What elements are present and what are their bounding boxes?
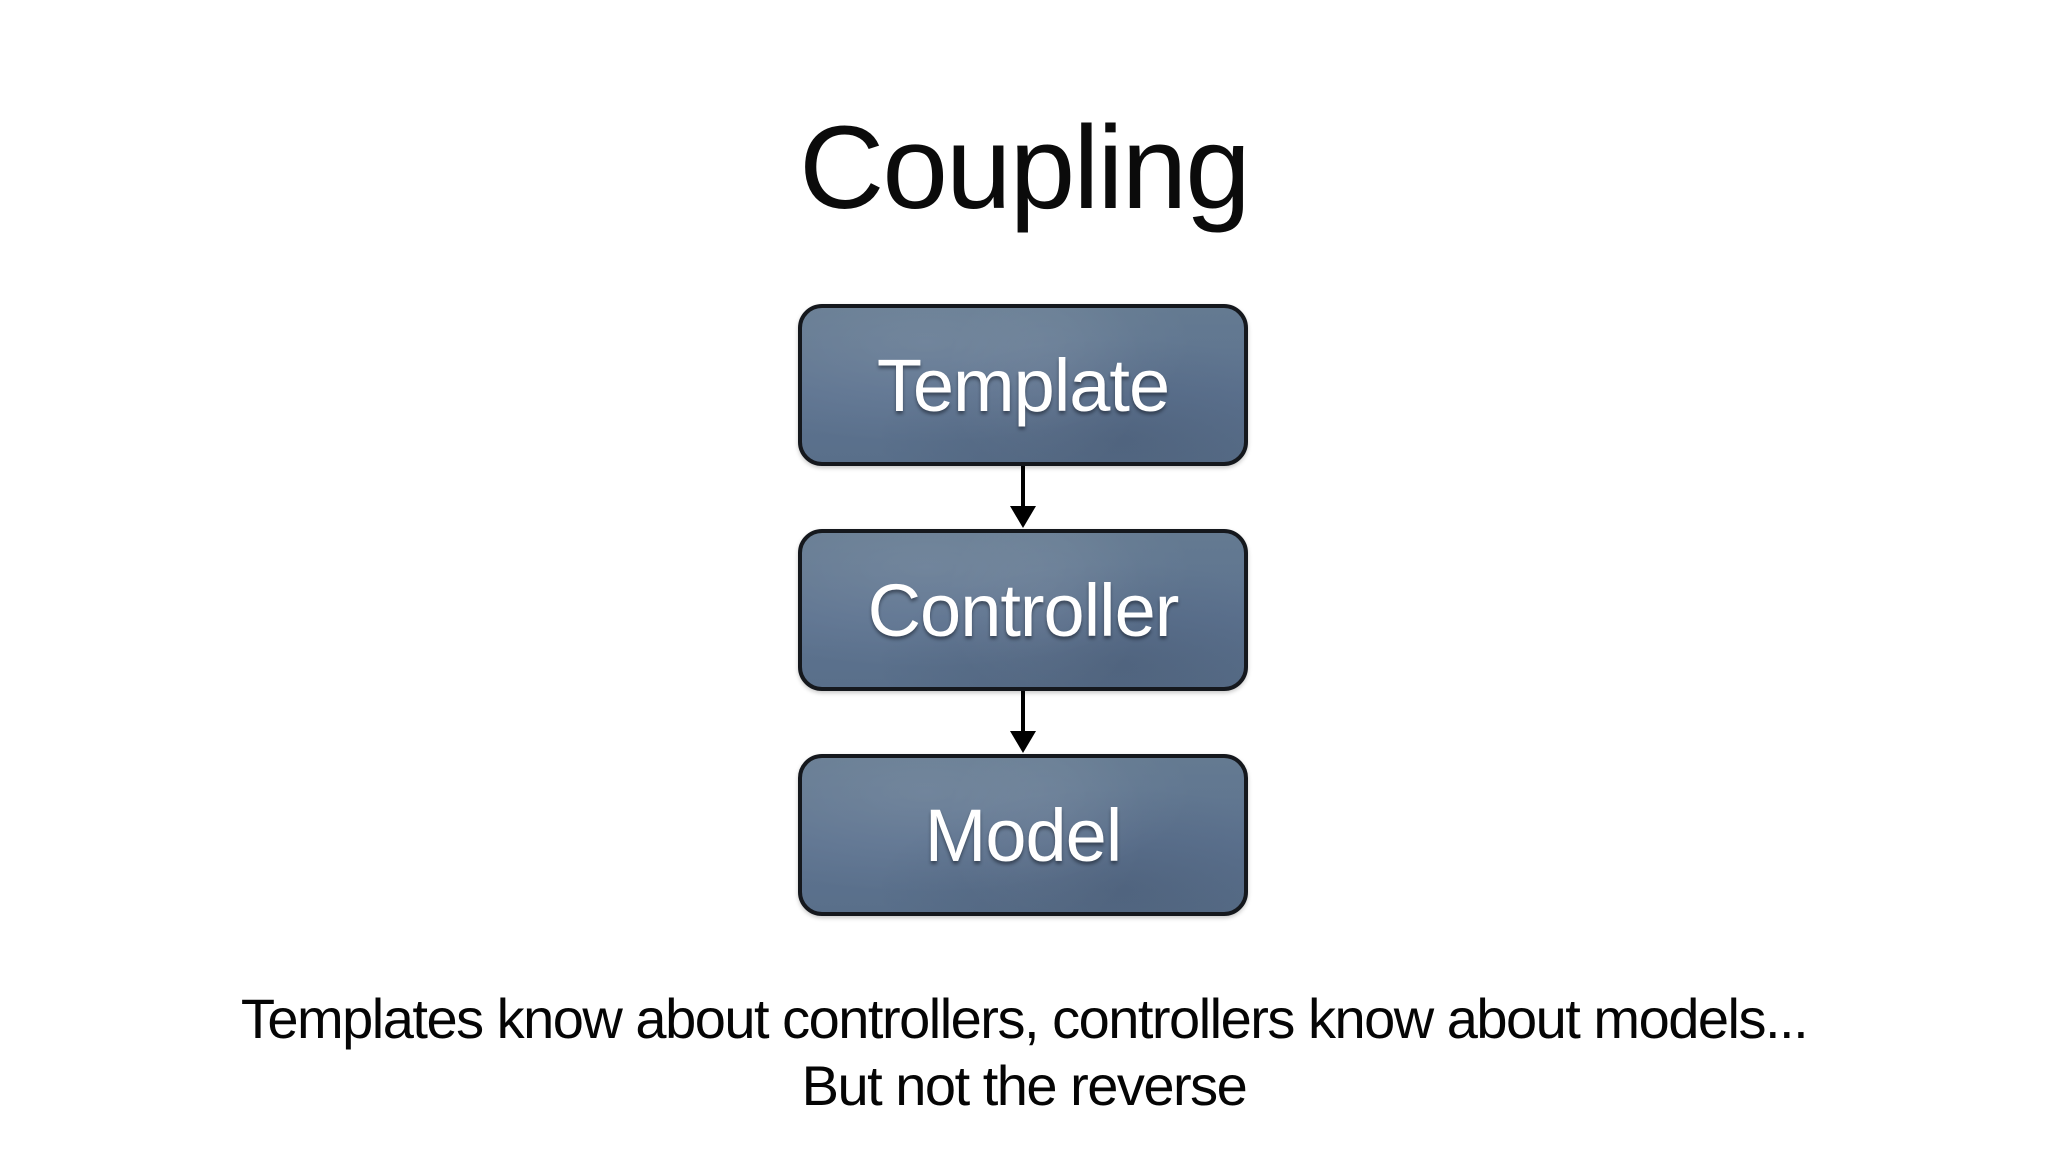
box-controller-label: Controller	[867, 568, 1180, 652]
arrow-head	[1010, 506, 1036, 528]
box-model: Model	[798, 754, 1248, 916]
box-template-label: Template	[876, 343, 1170, 427]
down-arrow-icon	[1008, 691, 1038, 753]
caption: Templates know about controllers, contro…	[0, 985, 2048, 1119]
caption-line-2: But not the reverse	[801, 1054, 1248, 1117]
arrow-line	[1021, 466, 1025, 508]
box-template: Template	[798, 304, 1248, 466]
arrow-head	[1010, 731, 1036, 753]
arrow-line	[1021, 691, 1025, 733]
box-model-label: Model	[924, 793, 1123, 877]
box-controller: Controller	[798, 529, 1248, 691]
down-arrow-icon	[1008, 466, 1038, 528]
slide-title: Coupling	[799, 102, 1251, 234]
caption-line-1: Templates know about controllers, contro…	[240, 987, 1809, 1050]
